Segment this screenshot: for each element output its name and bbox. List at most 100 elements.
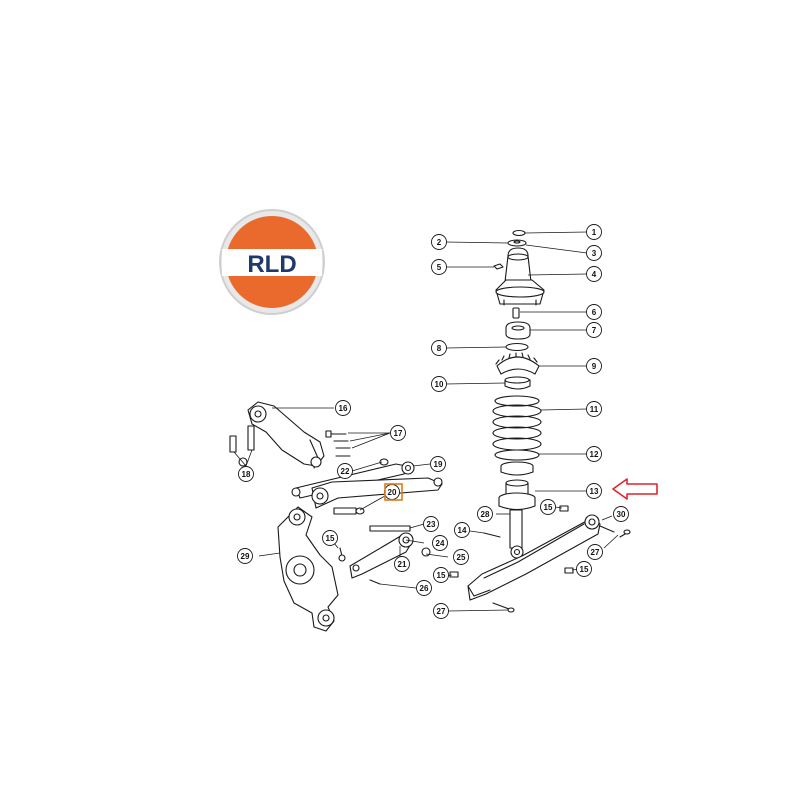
parts-drawing: [229, 229, 631, 632]
callout-6: 6: [586, 304, 602, 320]
callout-15: 15: [540, 499, 556, 515]
callout-24: 24: [432, 535, 448, 551]
callout-26: 26: [416, 580, 432, 596]
callout-14: 14: [454, 522, 470, 538]
callout-17: 17: [390, 425, 406, 441]
callout-label: 18: [242, 470, 251, 479]
callout-label: 13: [590, 487, 599, 496]
callout-1: 1: [586, 224, 602, 240]
callout-circle: [431, 340, 447, 356]
callout-19: 19: [430, 456, 446, 472]
callout-15: 15: [576, 561, 592, 577]
callout-circle: [431, 259, 447, 275]
callout-label: 20: [388, 488, 397, 497]
callout-circle: [238, 466, 254, 482]
callout-label: 28: [481, 510, 490, 519]
callout-circle: [432, 535, 448, 551]
callout-circle: [576, 561, 592, 577]
callout-4: 4: [586, 266, 602, 282]
callout-circle: [430, 456, 446, 472]
callout-circle: [613, 506, 629, 522]
callout-11: 11: [586, 401, 602, 417]
lower-link-part: [311, 477, 443, 515]
callout-label: 8: [437, 344, 442, 353]
lower-control-arm-part: [467, 514, 631, 601]
callout-label: 26: [420, 584, 429, 593]
callout-label: 19: [434, 460, 443, 469]
callout-circle: [540, 499, 556, 515]
callout-7: 7: [586, 322, 602, 338]
callout-circle: [390, 425, 406, 441]
callout-circle: [423, 516, 439, 532]
callout-8: 8: [431, 340, 447, 356]
callout-circle: [431, 234, 447, 250]
shock-absorber-part: [498, 479, 536, 559]
callout-circle: [586, 266, 602, 282]
callout-circle: [335, 400, 351, 416]
callout-20: 20: [384, 484, 400, 500]
callout-10: 10: [431, 376, 447, 392]
red-arrow-icon: [612, 478, 658, 500]
strut-mount-part: [495, 247, 545, 306]
callout-25: 25: [453, 549, 469, 565]
callout-label: 10: [435, 380, 444, 389]
callout-9: 9: [586, 358, 602, 374]
callout-circle: [586, 358, 602, 374]
logo-text: RLD: [247, 251, 296, 278]
callout-29: 29: [237, 548, 253, 564]
callout-label: 5: [437, 263, 442, 272]
callout-label: 2: [437, 238, 442, 247]
callout-2: 2: [431, 234, 447, 250]
callout-5: 5: [431, 259, 447, 275]
callout-circle: [394, 556, 410, 572]
callout-circle: [433, 567, 449, 583]
callout-label: 15: [544, 503, 553, 512]
callout-label: 29: [241, 552, 250, 561]
callout-22: 22: [337, 463, 353, 479]
callout-label: 22: [341, 467, 350, 476]
callout-label: 4: [592, 270, 597, 279]
callout-28: 28: [477, 506, 493, 522]
callout-label: 24: [436, 539, 445, 548]
callout-label: 6: [592, 308, 597, 317]
spring-isolator-part: [500, 461, 534, 476]
callout-label: 9: [592, 362, 597, 371]
callout-label: 15: [580, 565, 589, 574]
callout-circle: [587, 544, 603, 560]
callout-label: 21: [398, 560, 407, 569]
callout-label: 17: [394, 429, 403, 438]
logo-band: [222, 249, 322, 276]
link-21-part: [349, 525, 431, 579]
callout-label: 11: [590, 405, 599, 414]
callout-circle: [586, 224, 602, 240]
knuckle-part: [277, 506, 339, 632]
callout-label: 23: [427, 520, 436, 529]
callout-circle: [586, 304, 602, 320]
callout-label: 27: [591, 548, 600, 557]
callout-circle: [237, 548, 253, 564]
callout-label: 3: [592, 249, 597, 258]
callout-27: 27: [433, 603, 449, 619]
callout-15: 15: [322, 530, 338, 546]
callout-circle: [322, 530, 338, 546]
callout-label: 7: [592, 326, 597, 335]
callout-12: 12: [586, 446, 602, 462]
callout-15: 15: [433, 567, 449, 583]
callout-circle: [586, 245, 602, 261]
callout-16: 16: [335, 400, 351, 416]
callout-label: 16: [339, 404, 348, 413]
callout-circle: [477, 506, 493, 522]
callout-circle: [586, 446, 602, 462]
small-bolts-part: [338, 505, 574, 613]
callout-label: 14: [458, 526, 467, 535]
callout-label: 25: [457, 553, 466, 562]
bushing-part: [505, 307, 531, 340]
bolts-17-part: [325, 430, 351, 457]
callout-label: 1: [592, 228, 597, 237]
callout-circle: [586, 322, 602, 338]
callout-circle: [431, 376, 447, 392]
callout-label: 30: [617, 510, 626, 519]
callout-label: 12: [590, 450, 599, 459]
